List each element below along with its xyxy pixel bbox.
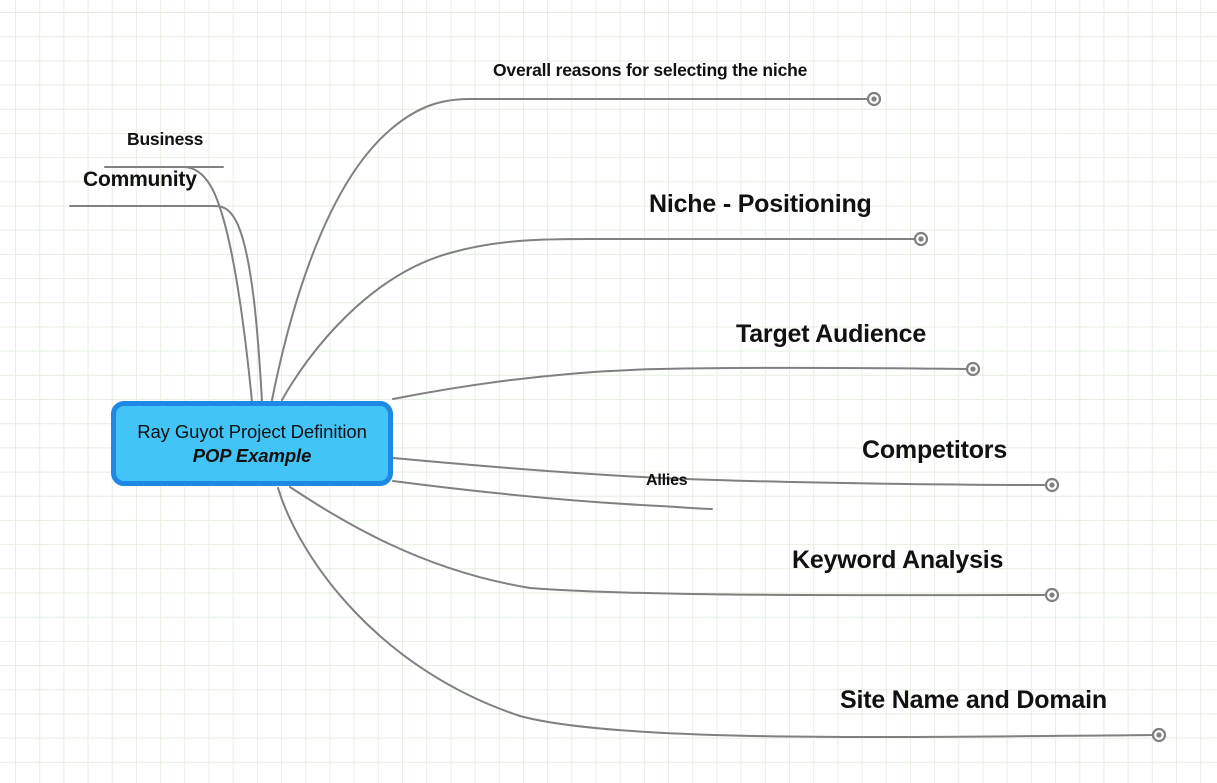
root-node-title: Ray Guyot Project Definition: [137, 421, 367, 443]
endpoint-competitors[interactable]: [1044, 477, 1060, 493]
endpoint-niche-positioning[interactable]: [913, 231, 929, 247]
root-node[interactable]: Ray Guyot Project Definition POP Example: [111, 401, 393, 486]
branch-label-niche-positioning[interactable]: Niche - Positioning: [649, 190, 872, 218]
branch-label-community[interactable]: Community: [83, 168, 197, 191]
endpoint-site-name-and-domain[interactable]: [1151, 727, 1167, 743]
endpoint-overall-reasons[interactable]: [866, 91, 882, 107]
connector-business[interactable]: [104, 166, 253, 403]
branch-label-competitors[interactable]: Competitors: [862, 436, 1008, 464]
branch-label-target-audience[interactable]: Target Audience: [736, 320, 927, 348]
connector-community[interactable]: [69, 204, 263, 403]
connector-target-audience[interactable]: [392, 366, 968, 400]
endpoint-target-audience[interactable]: [965, 361, 981, 377]
root-node-subtitle: POP Example: [192, 444, 312, 466]
connector-overall-reasons[interactable]: [271, 98, 869, 401]
branch-label-site-name-and-domain[interactable]: Site Name and Domain: [840, 686, 1107, 714]
branch-label-keyword-analysis[interactable]: Keyword Analysis: [792, 546, 1004, 574]
branch-label-allies[interactable]: Allies: [646, 472, 688, 489]
endpoint-handles: [866, 91, 1167, 743]
branch-label-overall-reasons[interactable]: Overall reasons for selecting the niche: [493, 60, 808, 80]
branch-label-business[interactable]: Business: [127, 129, 204, 149]
connector-keyword-analysis[interactable]: [289, 486, 1047, 597]
endpoint-keyword-analysis[interactable]: [1044, 587, 1060, 603]
